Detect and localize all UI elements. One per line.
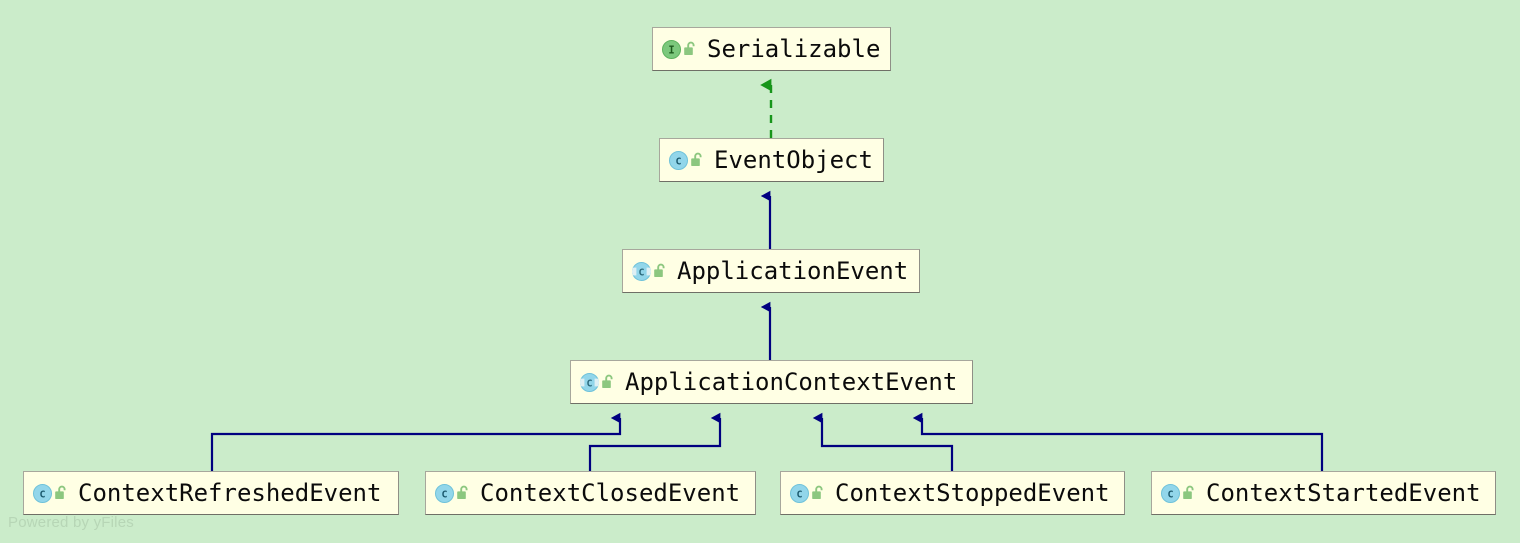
node-icon-group: C — [435, 483, 471, 503]
unlocked-padlock-icon — [812, 485, 823, 499]
node-label: ApplicationContextEvent — [625, 368, 958, 396]
edge-contextclosedevent-extends-applicationcontextevent — [588, 412, 722, 471]
unlocked-padlock-icon — [55, 485, 66, 499]
node-application-context-event[interactable]: C ApplicationContextEvent — [570, 360, 973, 404]
edge-contextrefreshedevent-extends-applicationcontextevent — [210, 412, 622, 471]
node-context-stopped-event[interactable]: C ContextStoppedEvent — [780, 471, 1125, 515]
class-icon: C — [435, 483, 454, 503]
node-context-closed-event[interactable]: C ContextClosedEvent — [425, 471, 756, 515]
node-icon-group: I — [662, 39, 698, 59]
node-context-refreshed-event[interactable]: C ContextRefreshedEvent — [23, 471, 399, 515]
svg-text:C: C — [586, 378, 592, 389]
node-icon-group: C — [632, 261, 668, 281]
node-label: ApplicationEvent — [677, 257, 909, 285]
class-icon: C — [33, 483, 52, 503]
class-icon: C — [669, 150, 688, 170]
svg-text:C: C — [39, 489, 45, 500]
class-icon: C — [790, 483, 809, 503]
svg-text:I: I — [668, 44, 674, 56]
node-serializable[interactable]: I Serializable — [652, 27, 891, 71]
node-application-event[interactable]: C ApplicationEvent — [622, 249, 920, 293]
edge-contextstoppedevent-extends-applicationcontextevent — [812, 412, 954, 471]
svg-text:C: C — [675, 156, 681, 167]
class-icon: C — [1161, 483, 1180, 503]
node-event-object[interactable]: C EventObject — [659, 138, 884, 182]
node-icon-group: C — [33, 483, 69, 503]
unlocked-padlock-icon — [684, 41, 695, 55]
unlocked-padlock-icon — [602, 374, 613, 388]
node-label: ContextStoppedEvent — [835, 479, 1110, 507]
node-icon-group: C — [669, 150, 705, 170]
node-label: ContextRefreshedEvent — [78, 479, 382, 507]
edge-contextstartedevent-extends-applicationcontextevent — [912, 412, 1324, 471]
node-icon-group: C — [580, 372, 616, 392]
node-icon-group: C — [790, 483, 826, 503]
unlocked-padlock-icon — [1183, 485, 1194, 499]
unlocked-padlock-icon — [457, 485, 468, 499]
interface-icon: I — [662, 39, 681, 59]
unlocked-padlock-icon — [691, 152, 702, 166]
node-icon-group: C — [1161, 483, 1197, 503]
svg-text:C: C — [441, 489, 447, 500]
svg-text:C: C — [796, 489, 802, 500]
node-label: ContextClosedEvent — [480, 479, 741, 507]
node-label: Serializable — [707, 35, 881, 63]
abstract-class-icon: C — [580, 372, 599, 392]
unlocked-padlock-icon — [654, 263, 665, 277]
yfiles-watermark: Powered by yFiles — [8, 514, 134, 531]
svg-text:C: C — [638, 267, 644, 278]
node-label: EventObject — [714, 146, 873, 174]
node-context-started-event[interactable]: C ContextStartedEvent — [1151, 471, 1496, 515]
svg-text:C: C — [1167, 489, 1173, 500]
node-label: ContextStartedEvent — [1206, 479, 1481, 507]
abstract-class-icon: C — [632, 261, 651, 281]
